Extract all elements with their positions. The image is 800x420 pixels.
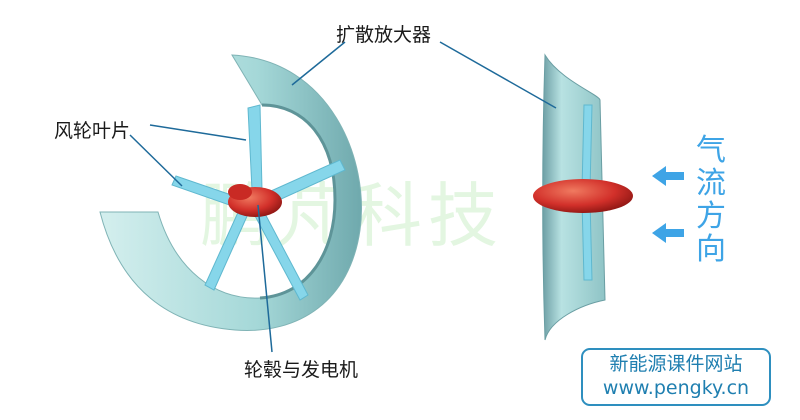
label-diffuser: 扩散放大器 — [336, 24, 432, 46]
blade-lower-left — [204, 207, 249, 291]
arrow-left-icon — [652, 166, 684, 186]
label-hub-generator: 轮毂与发电机 — [244, 359, 359, 381]
blade-top — [247, 104, 263, 191]
hub-side — [533, 179, 633, 213]
logo-title: 新能源课件网站 — [609, 353, 743, 375]
airflow-char: 气 — [696, 133, 726, 168]
airflow-char: 流 — [696, 166, 726, 201]
airflow-char: 向 — [696, 232, 726, 267]
leader-lines — [129, 41, 557, 353]
label-blades: 风轮叶片 — [54, 120, 131, 142]
airflow-direction-label: 气 流 方 向 — [694, 134, 728, 266]
airflow-arrows — [652, 166, 684, 243]
site-logo: 新能源课件网站 www.pengky.cn — [581, 348, 771, 406]
logo-url: www.pengky.cn — [602, 377, 750, 399]
airflow-char: 方 — [696, 199, 726, 234]
arrow-left-icon — [652, 223, 684, 243]
